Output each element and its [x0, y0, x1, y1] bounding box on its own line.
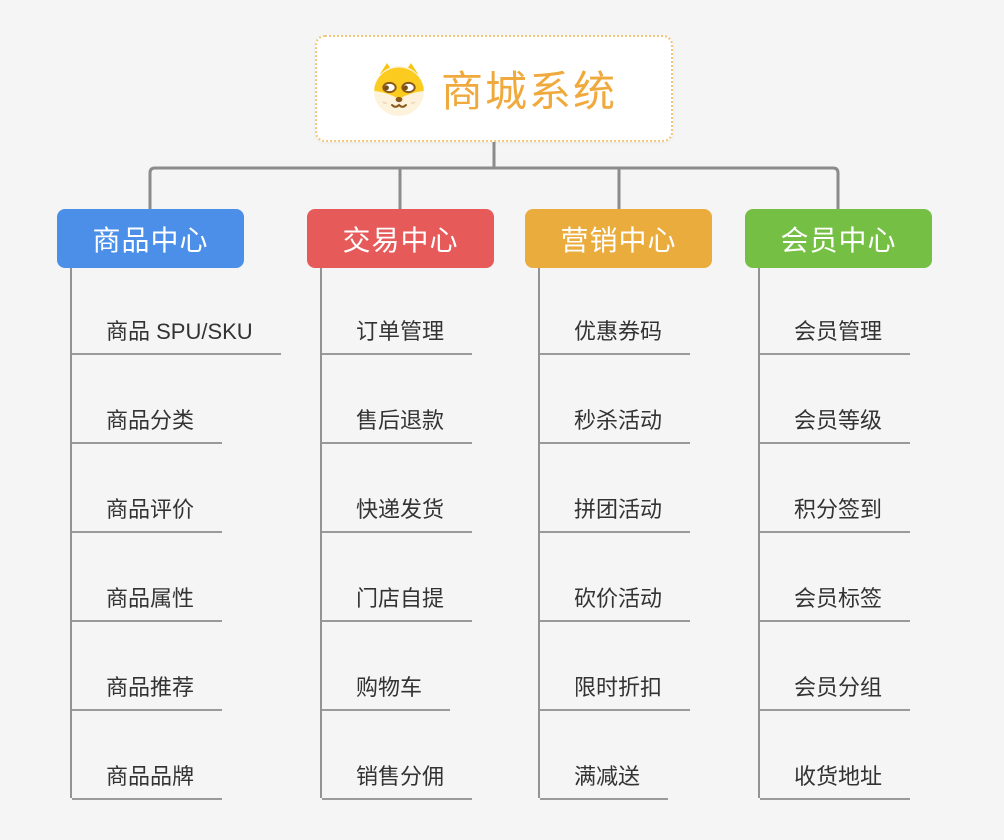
- branch-items-marketing: 优惠券码秒杀活动拼团活动砍价活动限时折扣满减送: [538, 268, 775, 800]
- branch-label: 商品中心: [92, 224, 209, 256]
- sub-topic[interactable]: 商品推荐: [72, 673, 223, 711]
- sub-topic[interactable]: 商品属性: [72, 584, 223, 622]
- branch-items-trade: 订单管理售后退款快递发货门店自提购物车销售分佣: [320, 268, 557, 800]
- sub-topic[interactable]: 会员分组: [760, 673, 911, 711]
- sub-topic[interactable]: 优惠券码: [540, 317, 691, 355]
- sub-topic[interactable]: 售后退款: [322, 406, 473, 444]
- root-topic-title: 商城系统: [440, 68, 617, 115]
- sub-topic[interactable]: 快递发货: [322, 495, 473, 533]
- sub-topic[interactable]: 商品品牌: [72, 762, 223, 800]
- branch-items-product: 商品 SPU/SKU 商品分类商品评价商品属性商品推荐商品品牌: [70, 268, 307, 800]
- branch-label: 交易中心: [342, 224, 459, 256]
- sub-topic[interactable]: 门店自提: [322, 584, 473, 622]
- sub-topic[interactable]: 秒杀活动: [540, 406, 691, 444]
- branch-header-marketing-center[interactable]: 营销中心: [525, 209, 712, 268]
- sub-topic[interactable]: 购物车: [322, 673, 451, 711]
- branch-marketing-center: 营销中心 优惠券码秒杀活动拼团活动砍价活动限时折扣满减送: [525, 209, 775, 800]
- sub-topic[interactable]: 收货地址: [760, 762, 911, 800]
- branch-member-center: 会员中心 会员管理会员等级积分签到会员标签会员分组收货地址: [745, 209, 995, 800]
- sub-topic[interactable]: 会员管理: [760, 317, 911, 355]
- branch-items-member: 会员管理会员等级积分签到会员标签会员分组收货地址: [758, 268, 995, 800]
- sub-topic[interactable]: 限时折扣: [540, 673, 691, 711]
- branch-trade-center: 交易中心 订单管理售后退款快递发货门店自提购物车销售分佣: [307, 209, 557, 800]
- sub-topic[interactable]: 销售分佣: [322, 762, 473, 800]
- sub-topic[interactable]: 商品 SPU/SKU: [72, 317, 281, 355]
- sub-topic[interactable]: 积分签到: [760, 495, 911, 533]
- sub-topic[interactable]: 会员等级: [760, 406, 911, 444]
- dog-face-icon: [371, 61, 427, 117]
- branch-header-member-center[interactable]: 会员中心: [745, 209, 932, 268]
- sub-topic[interactable]: 砍价活动: [540, 584, 691, 622]
- sub-topic[interactable]: 拼团活动: [540, 495, 691, 533]
- branch-label: 营销中心: [560, 224, 677, 256]
- branch-header-product-center[interactable]: 商品中心: [57, 209, 244, 268]
- branch-header-trade-center[interactable]: 交易中心: [307, 209, 494, 268]
- branch-label: 会员中心: [780, 224, 897, 256]
- sub-topic[interactable]: 会员标签: [760, 584, 911, 622]
- sub-topic[interactable]: 满减送: [540, 762, 669, 800]
- sub-topic[interactable]: 商品分类: [72, 406, 223, 444]
- root-topic[interactable]: 商城系统: [315, 35, 673, 142]
- sub-topic[interactable]: 商品评价: [72, 495, 223, 533]
- branch-product-center: 商品中心 商品 SPU/SKU 商品分类商品评价商品属性商品推荐商品品牌: [57, 209, 307, 800]
- sub-topic[interactable]: 订单管理: [322, 317, 473, 355]
